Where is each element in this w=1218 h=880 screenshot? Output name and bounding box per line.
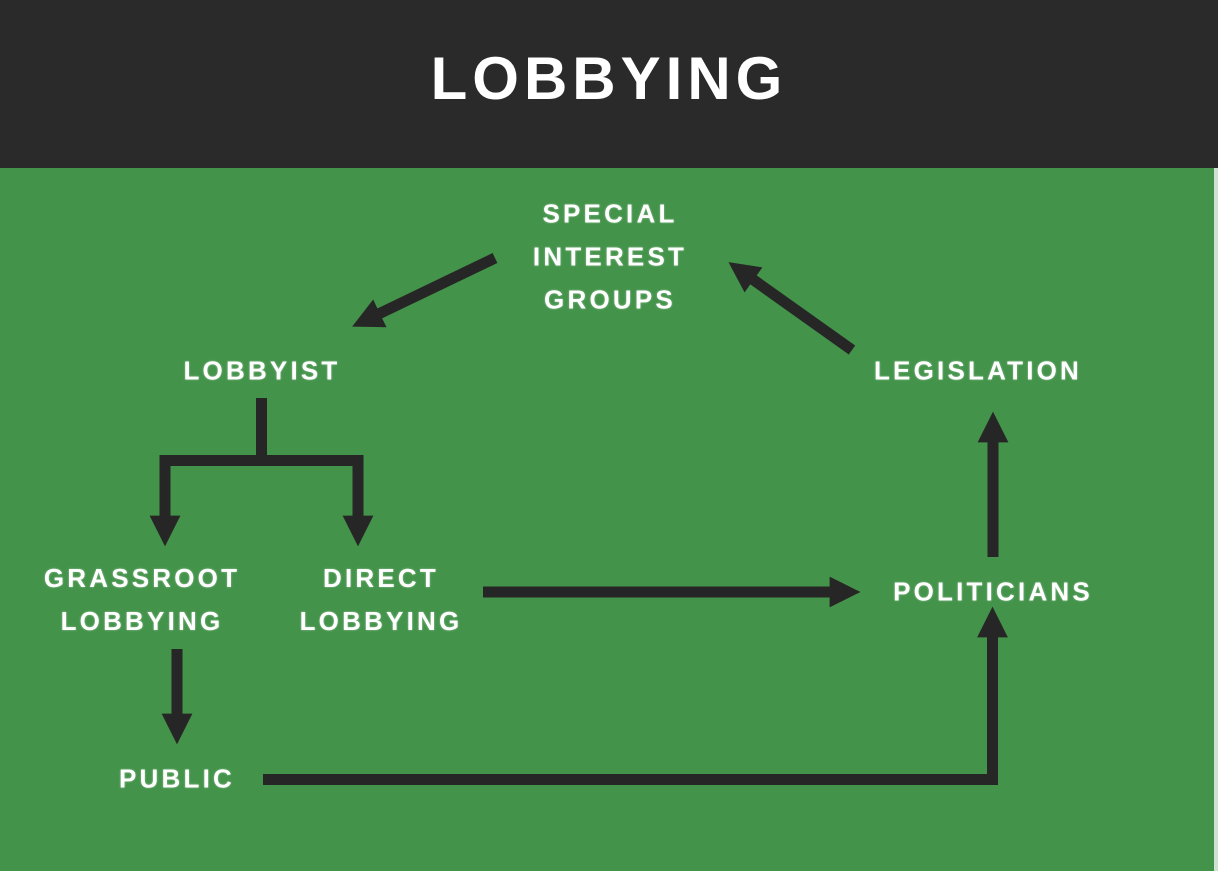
node-lobbyist: LOBBYIST (183, 350, 340, 393)
node-label-line: DIRECT (323, 563, 439, 593)
node-label-line: GRASSROOT (43, 563, 241, 593)
node-label-line: LOBBYING (60, 606, 224, 636)
header-bar: LOBBYING (0, 0, 1218, 168)
page-title: LOBBYING (430, 44, 788, 112)
node-label-line: LOBBYING (299, 606, 463, 636)
node-public: PUBLIC (119, 758, 235, 801)
node-grassroot-lobbying: GRASSROOT LOBBYING (44, 557, 240, 643)
right-edge-strip (1214, 168, 1218, 871)
node-label-line: PUBLIC (119, 763, 235, 794)
node-direct-lobbying: DIRECT LOBBYING (300, 557, 463, 643)
node-label-line: LOBBYIST (183, 355, 341, 386)
node-label-line: LEGISLATION (873, 355, 1083, 386)
node-label-line: GROUPS (544, 284, 676, 315)
node-legislation: LEGISLATION (874, 350, 1082, 393)
node-label-line: SPECIAL (542, 198, 678, 229)
node-label-line: POLITICIANS (893, 576, 1093, 607)
node-label-line: INTEREST (532, 241, 688, 272)
node-special-interest-groups: SPECIAL INTEREST GROUPS (533, 193, 687, 322)
node-politicians: POLITICIANS (893, 571, 1093, 614)
